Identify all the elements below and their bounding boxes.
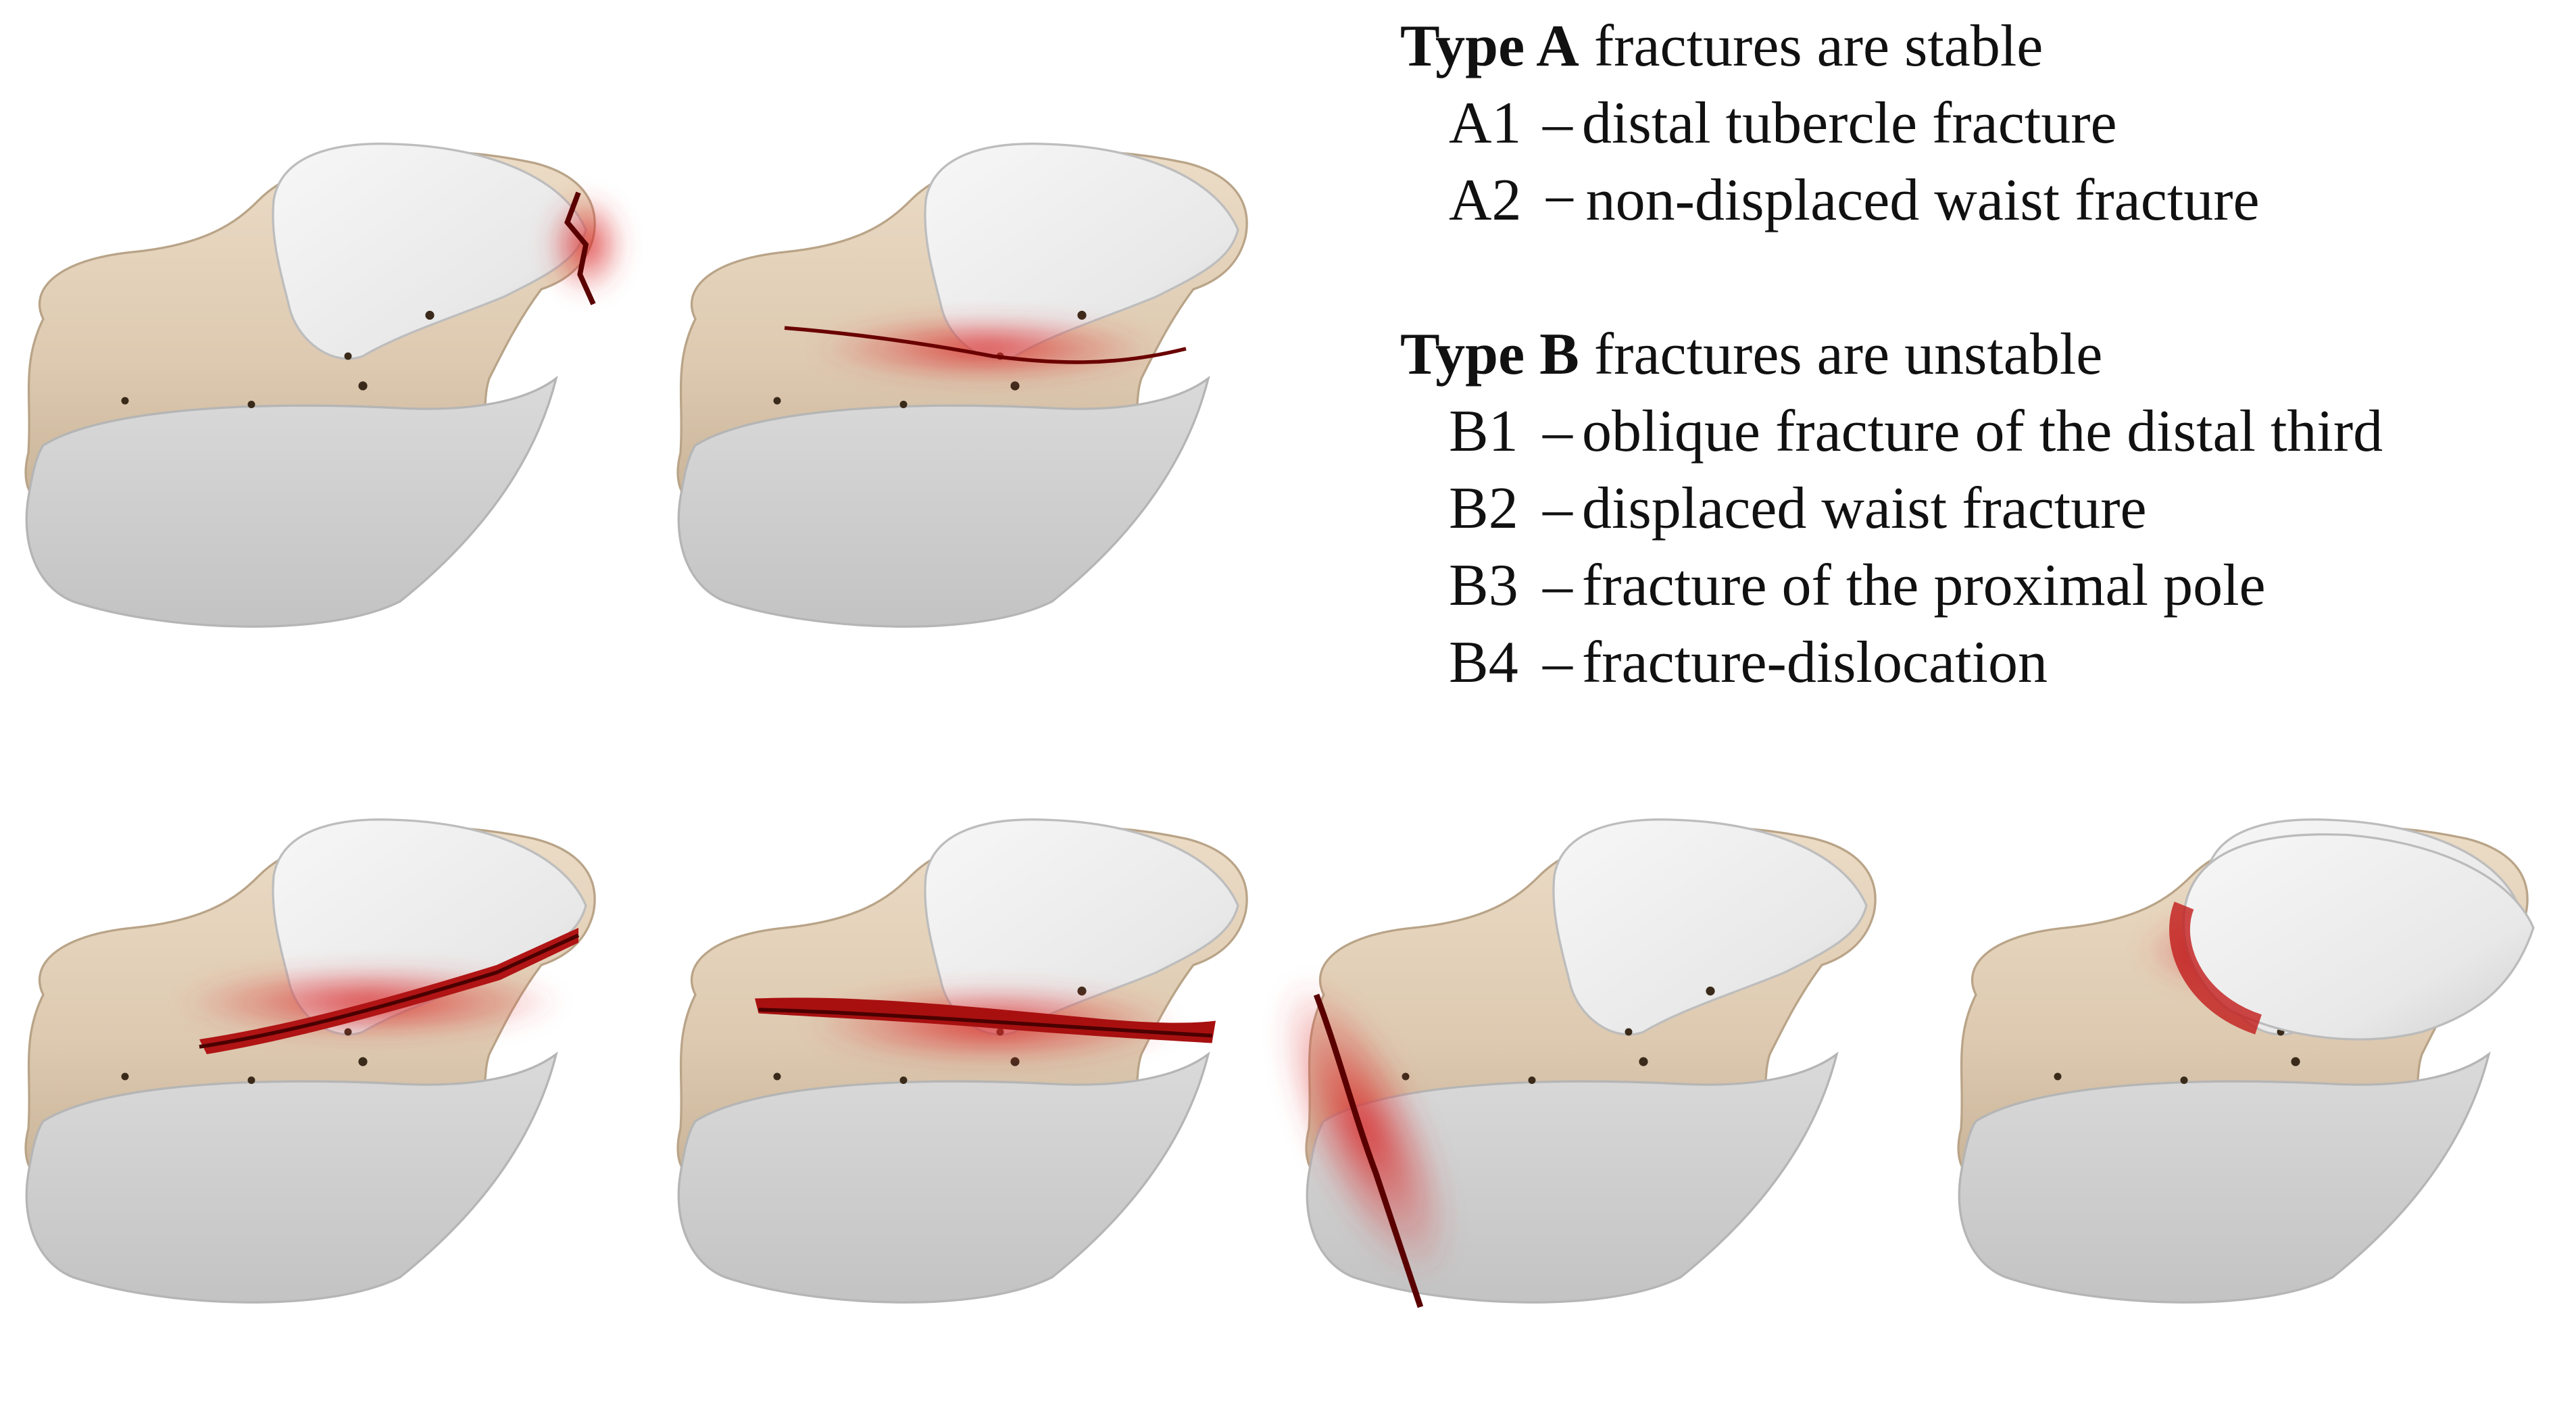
item-text: oblique fracture of the distal third <box>1582 399 2383 464</box>
item-code: B3 <box>1449 553 1518 618</box>
item-dash: – <box>1543 630 1572 695</box>
legend-item-a1: A1–distal tubercle fracture <box>1400 85 2549 162</box>
item-text: distal tubercle fracture <box>1582 91 2117 156</box>
item-dash: − <box>1543 168 1577 233</box>
type-a-description: fractures are stable <box>1593 14 2044 79</box>
illustration-b2 <box>676 818 1248 1304</box>
legend-item-b4: B4–fracture-dislocation <box>1400 624 2549 701</box>
legend-item-b2: B2–displaced waist fracture <box>1400 470 2549 547</box>
type-b-description: fractures are unstable <box>1593 322 2103 387</box>
type-b-heading: Type B fractures are unstable <box>1400 316 2549 393</box>
item-dash: – <box>1543 553 1572 618</box>
illustration-b4 <box>1957 818 2535 1304</box>
type-a-label: Type A <box>1400 14 1579 79</box>
item-code: A2 <box>1449 168 1522 233</box>
illustration-a1 <box>24 143 627 628</box>
item-dash: – <box>1543 91 1572 156</box>
fracture-classification-legend: Type A fractures are stable A1–distal tu… <box>1400 8 2549 701</box>
illustration-b3 <box>1277 818 1877 1308</box>
legend-item-b3: B3–fracture of the proximal pole <box>1400 547 2549 624</box>
item-code: B2 <box>1449 476 1518 541</box>
illustration-a2 <box>676 143 1248 628</box>
item-code: B1 <box>1449 399 1518 464</box>
legend-item-b1: B1–oblique fracture of the distal third <box>1400 393 2549 470</box>
item-dash: – <box>1543 476 1572 541</box>
legend-item-a2: A2−non-displaced waist fracture <box>1400 162 2549 239</box>
illustration-b1 <box>24 818 596 1304</box>
item-code: B4 <box>1449 630 1518 695</box>
item-text: displaced waist fracture <box>1582 476 2147 541</box>
type-a-heading: Type A fractures are stable <box>1400 8 2549 85</box>
type-b-label: Type B <box>1400 322 1579 387</box>
item-text: non-displaced waist fracture <box>1585 168 2260 233</box>
item-dash: – <box>1543 399 1572 464</box>
item-code: A1 <box>1449 91 1522 156</box>
item-text: fracture of the proximal pole <box>1582 553 2266 618</box>
legend-spacer <box>1400 239 2549 316</box>
item-text: fracture-dislocation <box>1582 630 2048 695</box>
